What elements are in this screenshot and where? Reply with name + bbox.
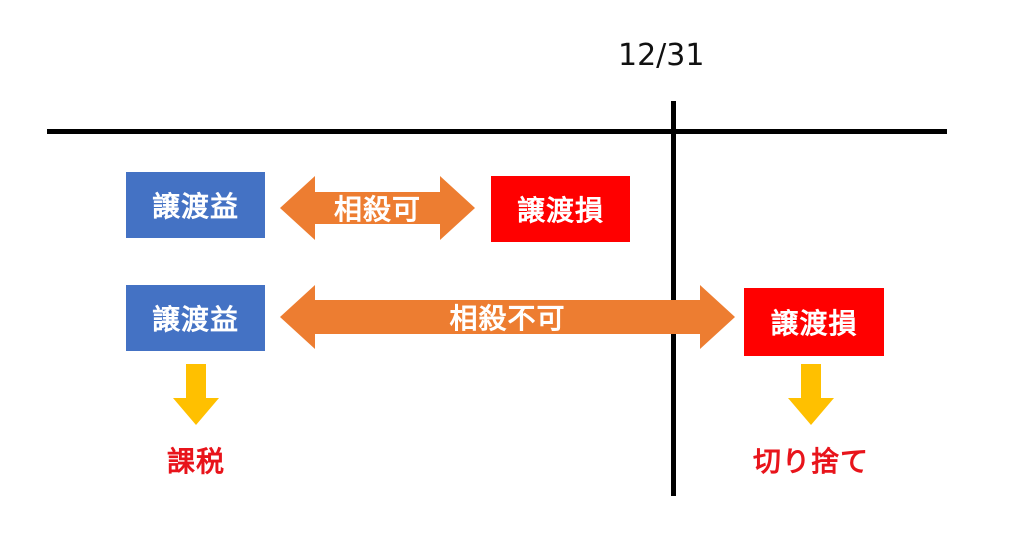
taxation-label: 課税 [166,445,225,478]
timeline-horizontal-line [47,129,947,134]
year-end-divider-line [671,101,676,496]
write-off-label: 切り捨て [752,445,869,478]
row1-loss-box: 譲渡損 [491,176,630,242]
row2-loss-box: 譲渡損 [744,288,884,356]
row1-gain-box: 譲渡益 [126,172,265,238]
row2-gain-box: 譲渡益 [126,285,265,351]
date-label: 12/31 [618,38,705,73]
write-off-down-arrow [788,364,834,425]
offset-not-allowed-double-arrow [280,285,735,349]
row2-arrow-label: 相殺不可 [449,302,566,335]
row1-arrow-label: 相殺可 [333,193,421,226]
offset-allowed-double-arrow [280,176,475,240]
taxation-down-arrow [173,364,219,425]
